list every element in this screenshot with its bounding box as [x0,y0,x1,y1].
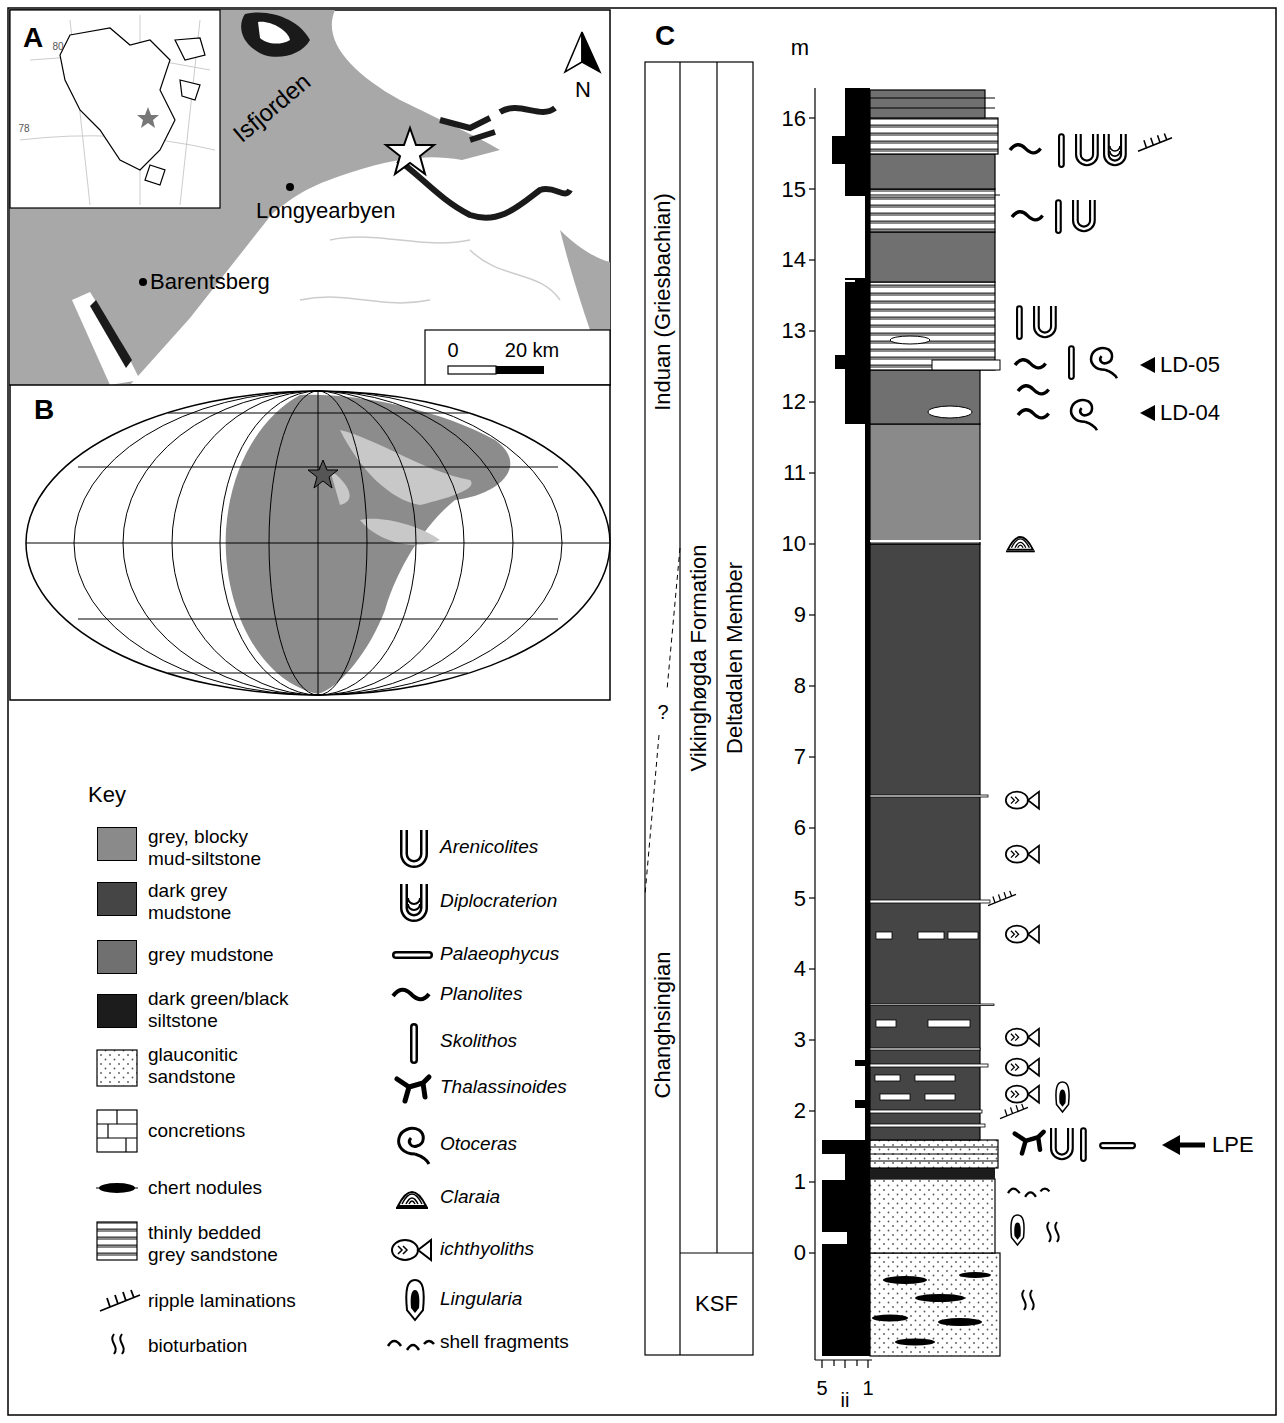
unit-name: Vikinghøgda Formation [688,544,710,771]
legend-swatch [97,882,137,916]
legend-text: concretions [148,1120,348,1142]
unit-name: Deltadalen Member [724,562,746,754]
strat-unit-box: KSF [680,1253,753,1355]
figure-label: 0 [447,339,458,361]
figure-label: ? [657,701,668,723]
figure-label: Longyearbyen [256,199,395,223]
legend-text: grey, blocky mud-siltstone [148,826,283,870]
legend-text: Lingularia [440,1288,640,1310]
legend-text: Palaeophycus [440,943,640,965]
figure-label: B [34,395,54,426]
figure-label: 0 [794,1241,806,1265]
figure-label: 20 km [505,339,559,361]
legend-swatch [97,827,137,861]
legend-text: Arenicolites [440,836,640,858]
legend-text: Claraia [440,1186,640,1208]
figure-label: 5 [794,886,806,910]
figure-label: 5 [816,1377,827,1399]
legend-swatch [97,940,137,974]
figure-label: Barentsberg [150,270,270,294]
figure-label: m [791,36,809,60]
figure-label: 12 [782,390,806,414]
figure-label: LPE [1212,1133,1254,1157]
figure-label: 6 [794,816,806,840]
legend-text: Diplocraterion [440,890,640,912]
strat-unit-box: Deltadalen Member [717,62,753,1253]
legend-text: thinly bedded grey sandstone [148,1222,298,1266]
strat-unit-box: Changhsingian [645,880,680,1170]
legend-text: ripple laminations [148,1290,348,1312]
figure-label: 13 [782,319,806,343]
figure-label: 11 [783,461,806,485]
legend-text: bioturbation [148,1335,348,1357]
figure-label: A [23,23,43,54]
strat-unit-box: Induan (Griesbachian) [645,62,680,542]
figure-label: ii [841,1389,850,1411]
figure-label: 7 [794,745,806,769]
figure-label: 2 [794,1099,806,1123]
legend-text: Otoceras [440,1133,640,1155]
figure-label: 8 [794,674,806,698]
figure-label: 1 [794,1170,806,1194]
legend-text: ichthyoliths [440,1238,640,1260]
unit-name: KSF [695,1293,738,1315]
legend-swatch [97,994,137,1028]
figure-label: 4 [794,957,806,981]
legend-text: chert nodules [148,1177,348,1199]
figure-label: LD-04 [1160,401,1220,425]
figure-label: 80 [52,41,63,52]
figure-label: 16 [782,107,806,131]
legend-text: dark grey mudstone [148,880,278,924]
figure-label: 1 [862,1377,873,1399]
figure-label: C [655,21,675,52]
figure-label: Key [88,783,126,807]
figure-label: Isfjorden [228,68,315,147]
figure-label: LD-05 [1160,353,1220,377]
legend-text: shell fragments [440,1331,640,1353]
figure-label: 9 [794,603,806,627]
figure-label: 78 [18,123,29,134]
unit-name: Induan (Griesbachian) [652,193,674,411]
figure-label: 3 [794,1028,806,1052]
legend-text: Thalassinoides [440,1076,640,1098]
unit-name: Changhsingian [652,952,674,1099]
figure-label: 14 [782,248,806,272]
legend-text: Planolites [440,983,640,1005]
figure-label: 10 [782,532,806,556]
figure-label: N [575,78,591,102]
figure-label: 15 [782,177,806,201]
legend-text: Skolithos [440,1030,640,1052]
strat-unit-box: Vikinghøgda Formation [680,62,717,1253]
legend-text: glauconitic sandstone [148,1044,278,1088]
legend-text: grey mudstone [148,944,368,966]
legend-text: dark green/black siltstone [148,988,308,1032]
